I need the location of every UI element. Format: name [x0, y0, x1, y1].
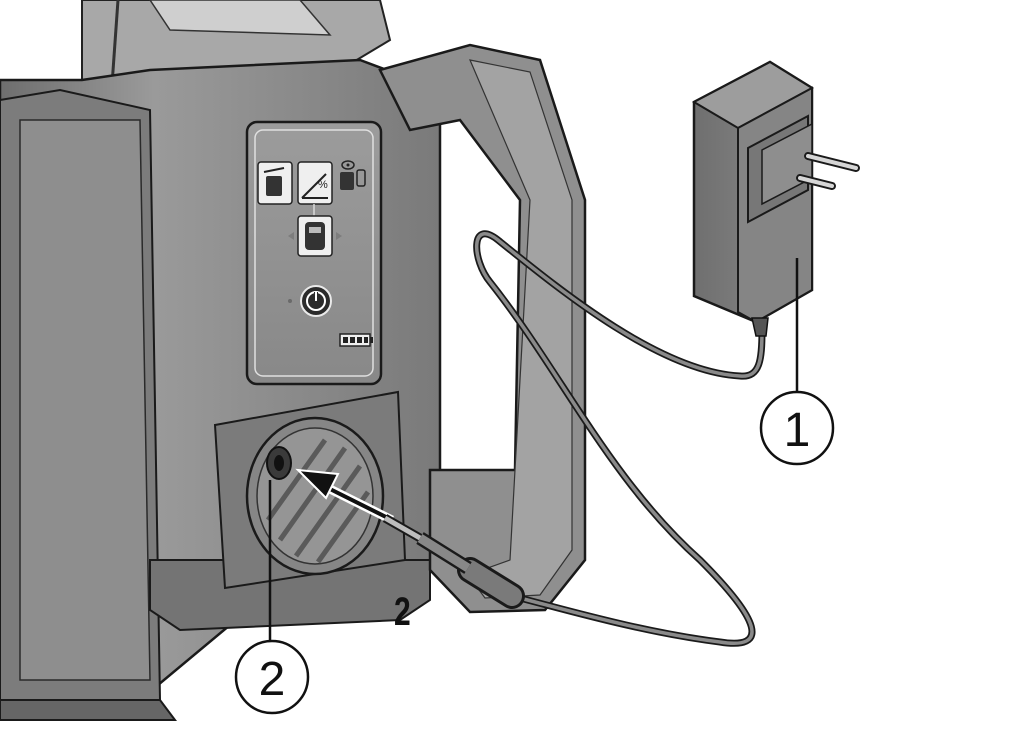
callout-leaders — [268, 258, 799, 642]
battery-compartment — [213, 390, 407, 590]
callout-1: 1 — [759, 390, 835, 466]
charging-socket-icon[interactable] — [266, 446, 292, 480]
eye-receiver-icon[interactable] — [340, 160, 366, 190]
control-panel: % — [245, 120, 383, 386]
callout-1-label: 1 — [784, 404, 811, 457]
callout-2-label: 2 — [259, 653, 286, 706]
battery-icon — [339, 333, 373, 347]
power-button-icon[interactable] — [288, 285, 332, 317]
insertion-arrow — [295, 468, 395, 525]
callout-2: 2 — [234, 639, 310, 715]
slope-percent-symbol: % — [318, 179, 328, 191]
figure-number: 2 — [394, 590, 411, 634]
laser-head-icon[interactable] — [288, 204, 342, 257]
charging-cable — [382, 230, 766, 647]
slope-percent-icon[interactable]: % — [297, 161, 333, 205]
tilt-warning-icon[interactable] — [257, 161, 293, 205]
laser-head-top — [0, 0, 392, 86]
power-adapter-icon[interactable] — [691, 60, 860, 337]
